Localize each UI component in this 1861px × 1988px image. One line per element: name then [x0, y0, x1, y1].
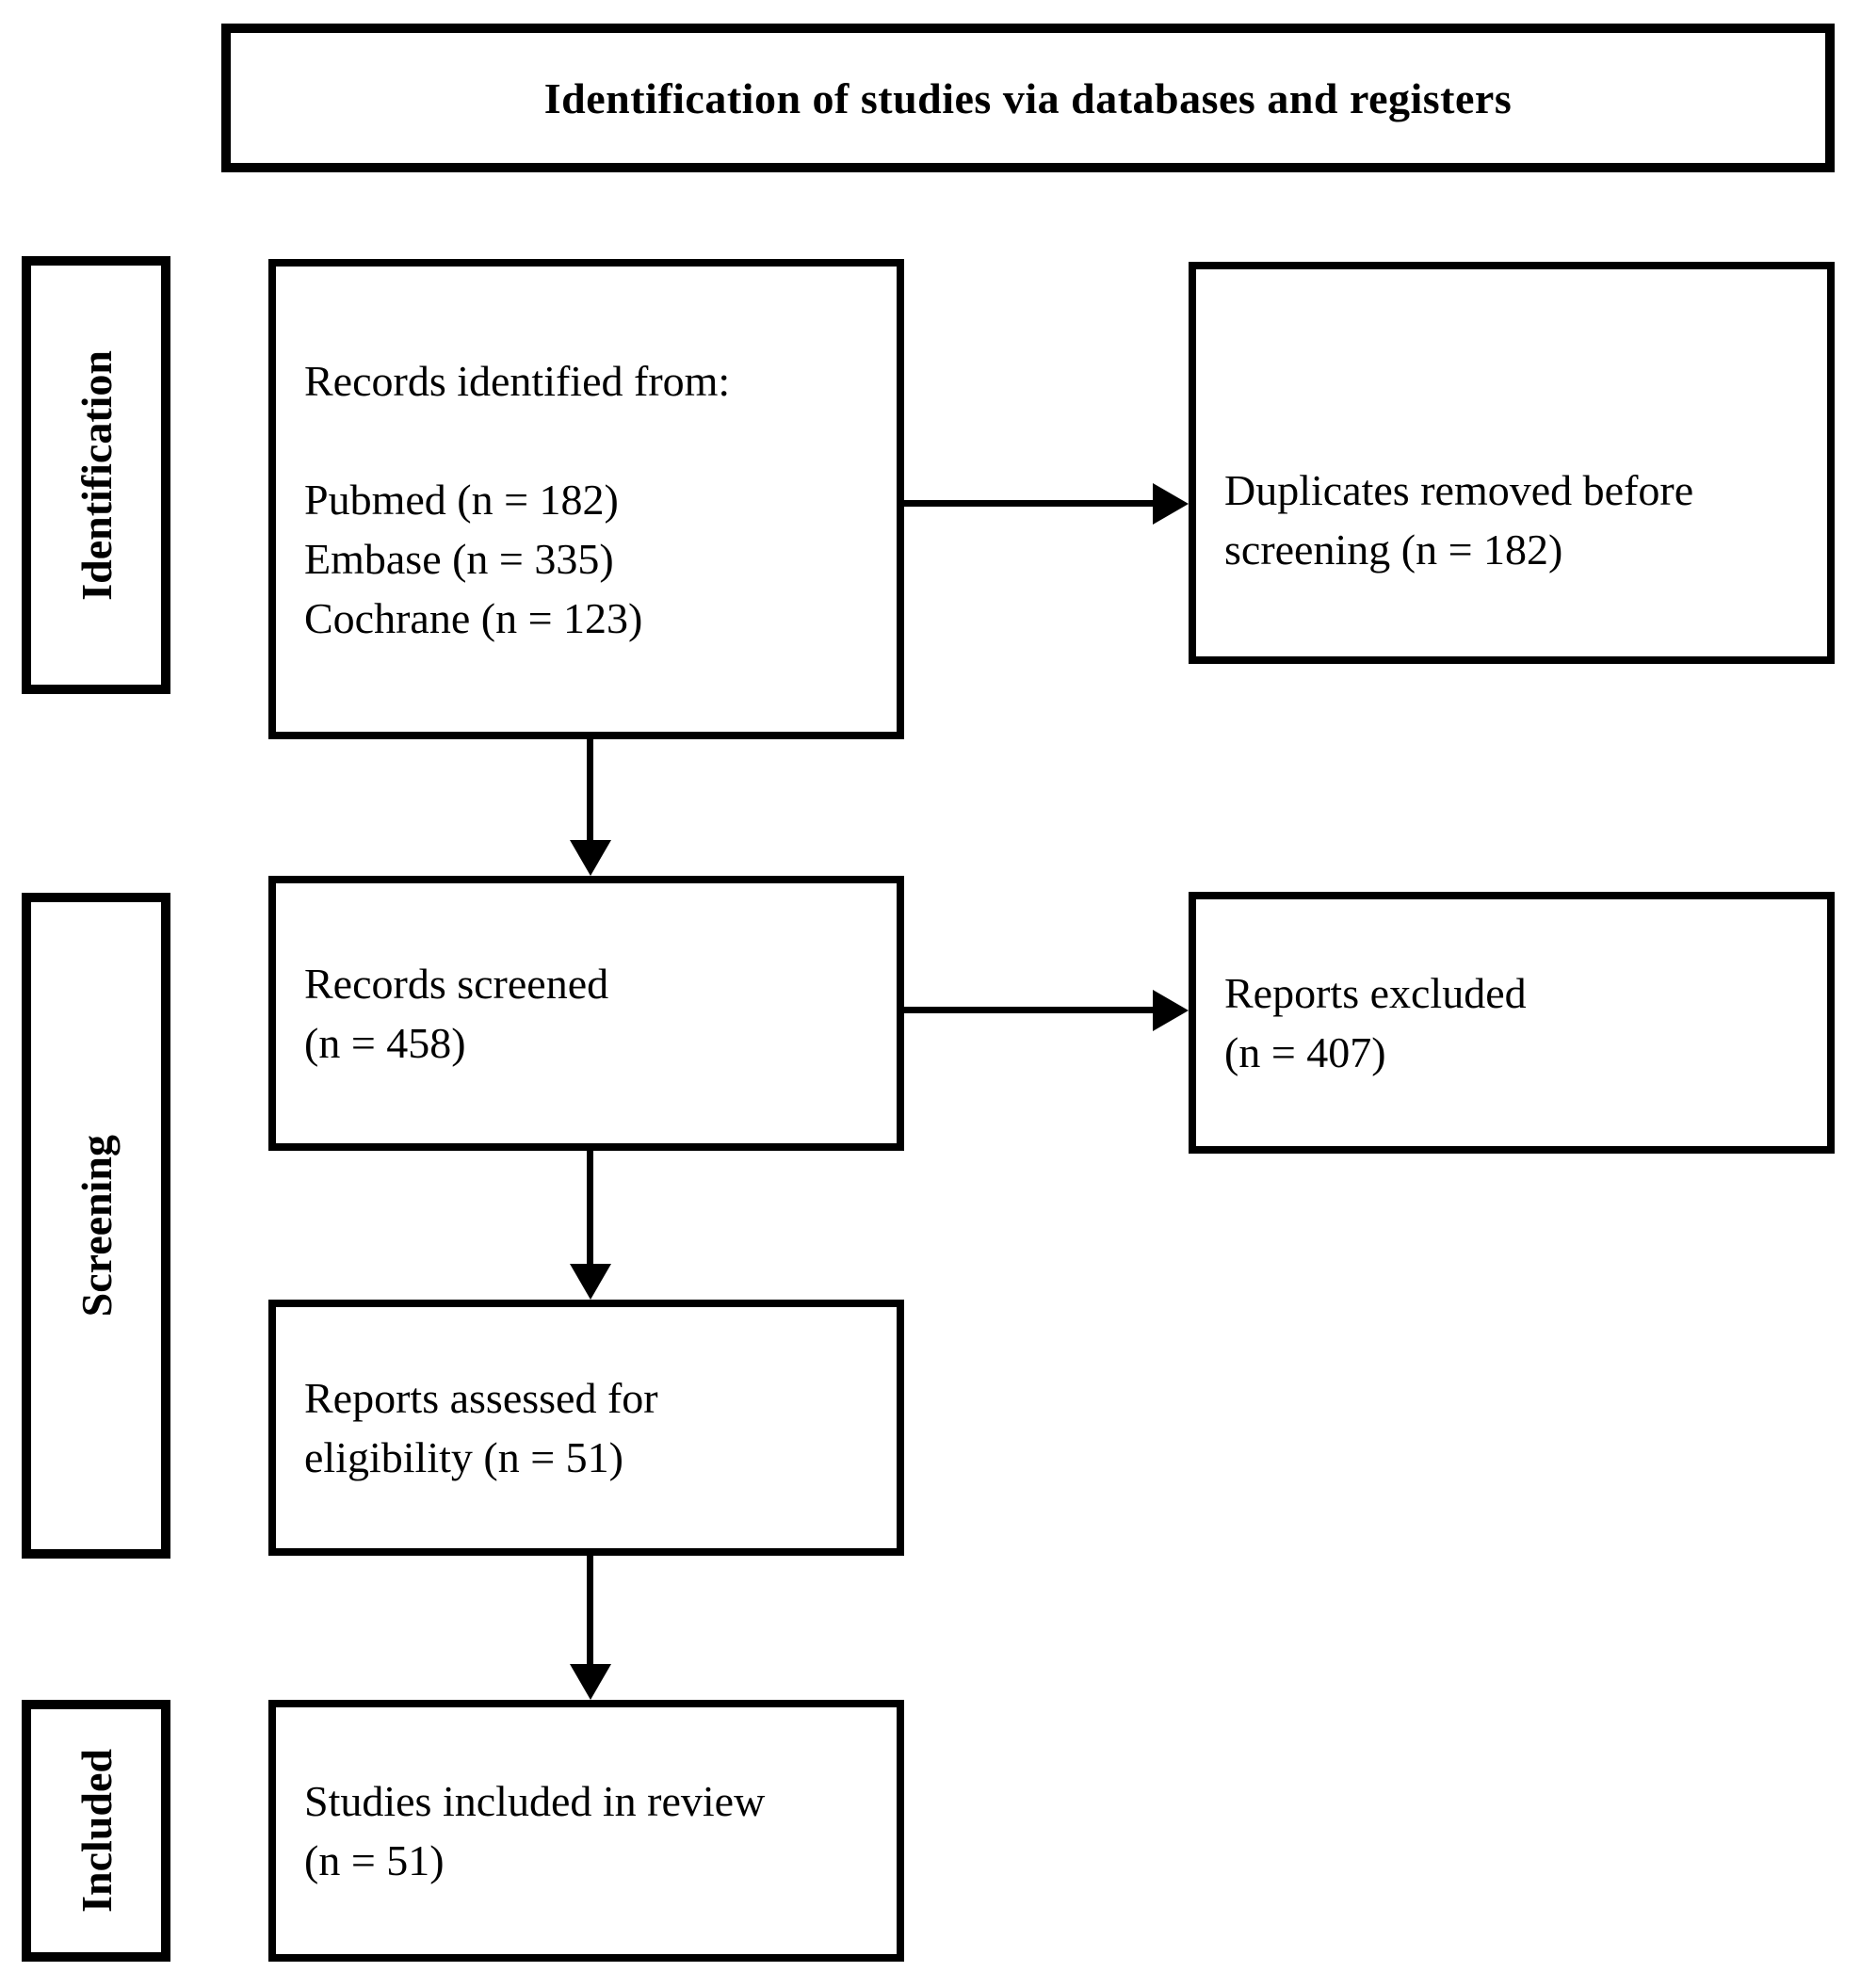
stage-box-included: Included — [22, 1700, 170, 1962]
records-screened-line2: (n = 458) — [304, 1019, 466, 1067]
stage-label-identification: Identification — [72, 349, 121, 601]
arrow-identified-to-duplicates-head-icon — [1153, 483, 1189, 525]
arrow-identified-to-screened-head-icon — [570, 840, 611, 876]
diagram-title: Identification of studies via databases … — [543, 73, 1513, 122]
records-screened-line1: Records screened — [304, 960, 609, 1008]
arrow-screened-to-assessed-head-icon — [570, 1264, 611, 1300]
reports-excluded-line1: Reports excluded — [1224, 969, 1527, 1017]
stage-label-screening: Screening — [72, 1134, 121, 1317]
studies-included-box: Studies included in review (n = 51) — [268, 1700, 904, 1962]
reports-assessed-line1: Reports assessed for — [304, 1374, 658, 1422]
stage-box-identification: Identification — [22, 256, 170, 694]
reports-assessed-line2: eligibility (n = 51) — [304, 1433, 623, 1481]
source-cochrane: Cochrane (n = 123) — [304, 593, 643, 642]
stage-label-included: Included — [72, 1749, 121, 1913]
source-pubmed: Pubmed (n = 182) — [304, 475, 619, 524]
header-banner-box: Identification of studies via databases … — [221, 24, 1835, 172]
duplicates-removed-line1: Duplicates removed before — [1224, 466, 1694, 514]
studies-included-line1: Studies included in review — [304, 1777, 766, 1825]
arrow-assessed-to-included-line — [587, 1556, 593, 1666]
duplicates-removed-box: Duplicates removed before screening (n =… — [1189, 262, 1835, 664]
arrow-screened-to-assessed-line — [587, 1151, 593, 1266]
studies-included-line2: (n = 51) — [304, 1836, 445, 1884]
duplicates-removed-line2: screening (n = 182) — [1224, 525, 1563, 574]
arrow-identified-to-duplicates-line — [904, 500, 1157, 507]
reports-excluded-line2: (n = 407) — [1224, 1028, 1386, 1076]
records-identified-box: Records identified from: Pubmed (n = 182… — [268, 259, 904, 739]
arrow-screened-to-excluded-head-icon — [1153, 990, 1189, 1031]
arrow-screened-to-excluded-line — [904, 1007, 1157, 1013]
reports-excluded-box: Reports excluded (n = 407) — [1189, 892, 1835, 1154]
arrow-assessed-to-included-head-icon — [570, 1664, 611, 1700]
reports-assessed-box: Reports assessed for eligibility (n = 51… — [268, 1300, 904, 1556]
records-identified-sources: Pubmed (n = 182) Embase (n = 335) Cochra… — [304, 470, 878, 648]
records-screened-box: Records screened (n = 458) — [268, 876, 904, 1151]
stage-box-screening: Screening — [22, 893, 170, 1559]
source-embase: Embase (n = 335) — [304, 534, 614, 583]
arrow-identified-to-screened-line — [587, 739, 593, 843]
records-identified-intro: Records identified from: — [304, 356, 731, 405]
